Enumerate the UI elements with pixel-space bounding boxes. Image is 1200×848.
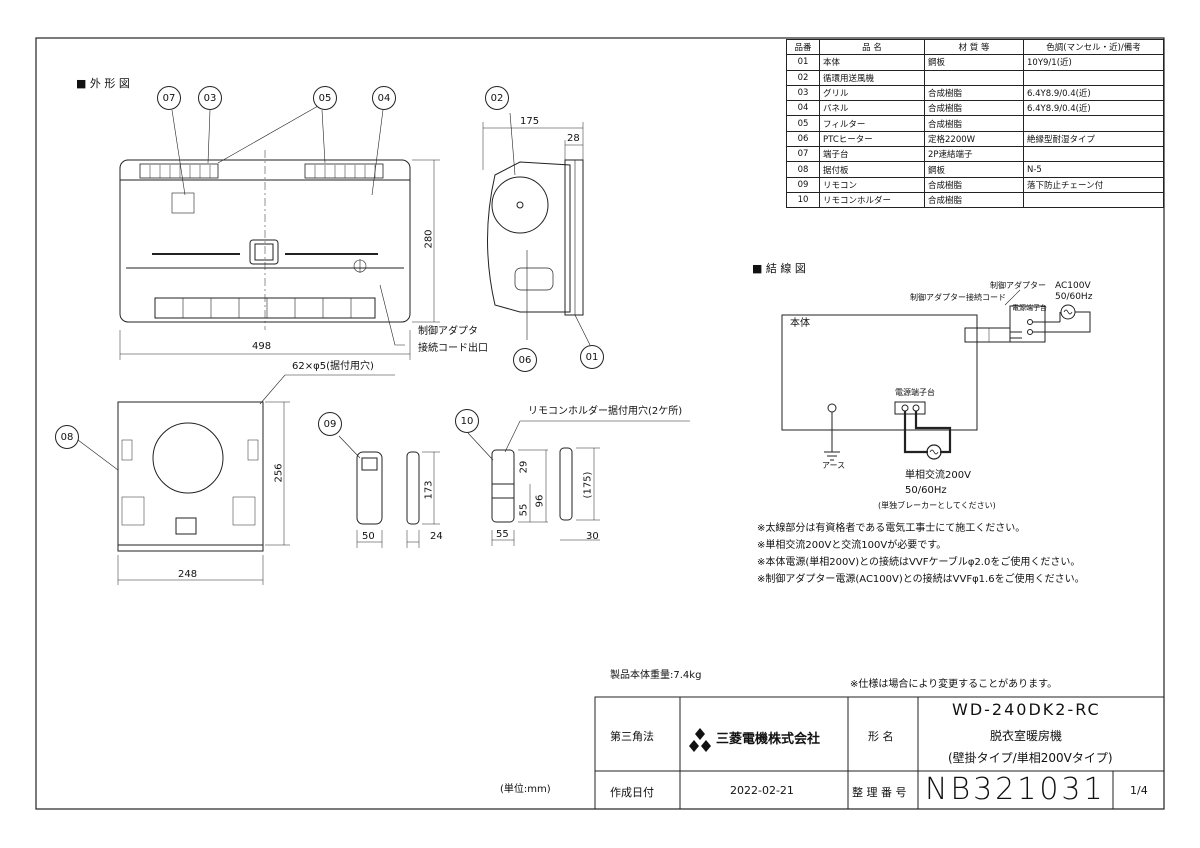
parts-table-header: 品番 品 名 材 質 等 色調(マンセル・近)/備考 — [786, 38, 1164, 56]
wiring-title: ■ 結 線 図 — [752, 262, 806, 275]
wiring-supply-hz-label: 50/60Hz — [905, 485, 947, 496]
callout-05: 05 — [313, 86, 337, 110]
callout-08: 08 — [55, 425, 79, 449]
callout-02: 02 — [485, 86, 509, 110]
dim-front-height: 280 — [423, 229, 435, 249]
dim-remote-height: 173 — [423, 480, 435, 500]
wiring-ac100-label: AC100V — [1055, 281, 1091, 291]
callout-01: 01 — [580, 345, 604, 369]
exterior-title: ■ 外 形 図 — [76, 77, 130, 90]
dim-front-width: 498 — [252, 341, 272, 352]
wiring-adapter-cord-label: 制御アダプター接続コード — [910, 293, 1006, 302]
unit-label: (単位:mm) — [500, 784, 551, 795]
dim-holder-width: 55 — [496, 529, 509, 540]
product-name: 脱衣室暖房機 — [990, 729, 1063, 743]
wiring-breaker-label: (単独ブレーカーとしてください) — [878, 501, 996, 510]
ref-label: 整 理 番 号 — [852, 786, 907, 799]
front-view — [119, 150, 440, 360]
ref-number: NB321031 — [925, 772, 1106, 807]
remote-holder — [467, 420, 690, 546]
dim-holder-29: 29 — [518, 460, 530, 474]
model-label: 形 名 — [868, 730, 894, 743]
product-type: (壁掛タイプ/単相200Vタイプ) — [948, 751, 1113, 765]
callout-03: 03 — [198, 86, 222, 110]
cord-outlet-label-2: 接続コード出口 — [418, 343, 488, 354]
dim-remote-depth: 24 — [430, 531, 443, 542]
dim-mount-holes: 62×φ5(据付用穴) — [292, 361, 374, 372]
wiring-diagram — [781, 289, 1091, 461]
date-label: 作成日付 — [610, 786, 654, 799]
dim-side-top: 28 — [567, 133, 580, 144]
callout-09: 09 — [318, 412, 342, 436]
wiring-earth-label: アース — [822, 461, 846, 470]
note-2: ※単相交流200Vと交流100Vが必要です。 — [757, 540, 947, 551]
callout-04: 04 — [372, 86, 396, 110]
spec-change-note: ※仕様は場合により変更することがあります。 — [850, 679, 1058, 690]
note-1: ※太線部分は有資格者である電気工事士にて施工ください。 — [757, 523, 1026, 534]
dim-holder-96: 96 — [534, 494, 546, 508]
creation-date: 2022-02-21 — [730, 784, 794, 797]
dim-holder-holes: リモコンホルダー据付用穴(2ケ所) — [528, 406, 683, 417]
wiring-adapter-label: 制御アダプター — [990, 281, 1046, 290]
page-number: 1/4 — [1130, 784, 1148, 797]
title-block-lines — [594, 696, 1165, 810]
remote-control — [338, 435, 440, 548]
callout-07: 07 — [157, 86, 181, 110]
note-4: ※制御アダプター電源(AC100V)との接続はVVFφ1.6をご使用ください。 — [757, 574, 1085, 585]
dim-holder-30: 30 — [586, 531, 599, 542]
dim-holder-175: (175) — [582, 471, 594, 499]
wiring-adapter-terminal-label: 電源端子台 — [1012, 304, 1047, 312]
wiring-ac100-hz-label: 50/60Hz — [1055, 292, 1093, 302]
wiring-supply-label: 単相交流200V — [905, 470, 971, 481]
wiring-body-label: 本体 — [790, 318, 810, 329]
wiring-main-terminal-label: 電源端子台 — [895, 388, 935, 397]
callout-06: 06 — [513, 348, 537, 372]
mitsubishi-logo-icon — [689, 728, 711, 752]
dim-plate-height: 256 — [273, 463, 285, 483]
dim-holder-55: 55 — [518, 503, 530, 517]
projection-label: 第三角法 — [610, 730, 654, 743]
cord-outlet-label-1: 制御アダプタ — [418, 326, 478, 337]
model-number: WD-240DK2-RC — [952, 700, 1101, 719]
mounting-plate — [77, 374, 395, 585]
company-name: 三菱電機株式会社 — [716, 732, 821, 747]
dim-plate-width: 248 — [178, 569, 198, 580]
dim-side-depth: 175 — [520, 116, 540, 127]
note-3: ※本体電源(単相200V)との接続はVVFケーブルφ2.0をご使用ください。 — [757, 557, 1081, 568]
dim-remote-width: 50 — [362, 531, 375, 542]
product-weight: 製品本体重量:7.4kg — [610, 670, 702, 681]
callout-10: 10 — [455, 409, 479, 433]
side-view — [482, 112, 591, 346]
